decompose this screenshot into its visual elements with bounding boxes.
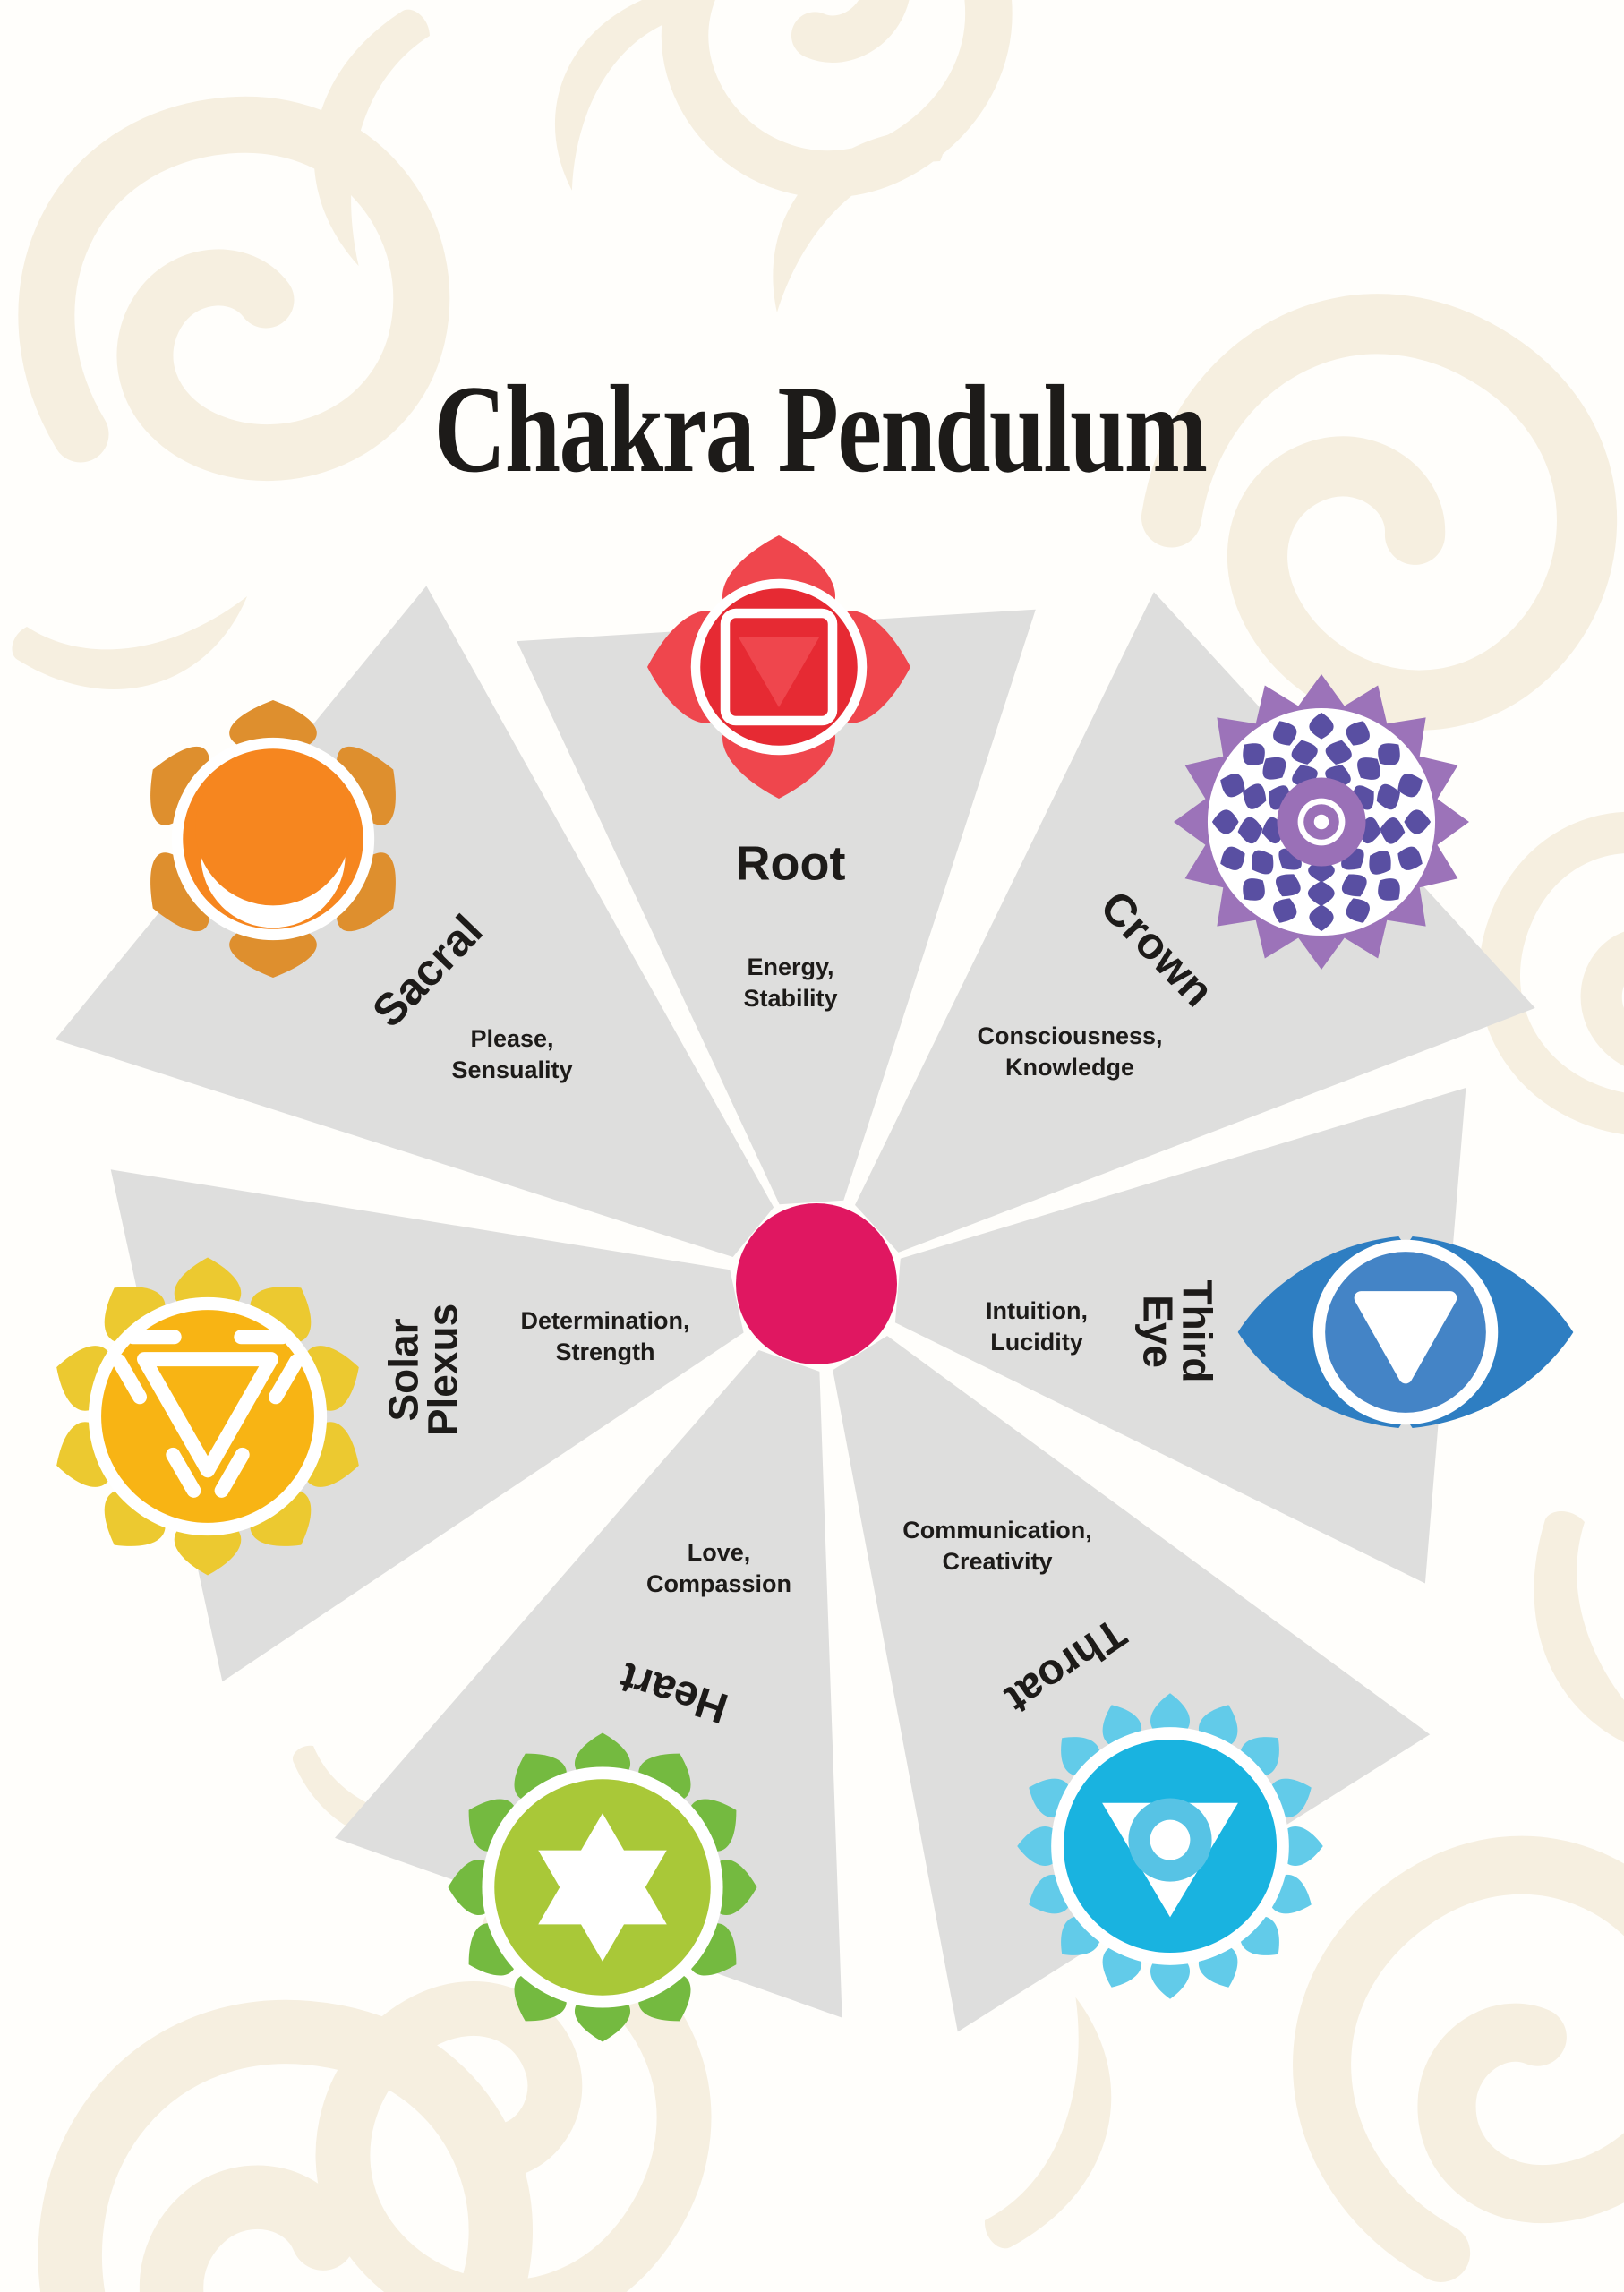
root-chakra-icon — [647, 535, 910, 799]
petal — [1346, 721, 1370, 746]
solar-triangle — [137, 1352, 278, 1478]
throat-keywords: Communication, Creativity — [902, 1516, 1092, 1575]
petal — [1220, 846, 1245, 870]
petal — [1376, 783, 1401, 810]
petal — [1380, 817, 1406, 844]
solar-plexus-label: Solar Plexus — [380, 1303, 466, 1437]
petal — [1275, 874, 1301, 897]
crown-chakra-icon — [1174, 674, 1469, 970]
petal — [1307, 880, 1335, 907]
third-eye-triangle — [1354, 1291, 1457, 1384]
petal — [1273, 898, 1297, 923]
wedge-third-eye — [894, 1088, 1466, 1584]
third-eye-keywords: Intuition, Lucidity — [986, 1296, 1088, 1356]
wedge-sacral — [55, 586, 774, 1257]
petal — [150, 746, 209, 825]
center-dot — [736, 1203, 897, 1364]
petal — [1273, 721, 1297, 746]
root-square — [720, 608, 838, 726]
root-label-text: Root — [735, 836, 846, 891]
petal — [1357, 757, 1380, 780]
solar-ray — [111, 1354, 148, 1405]
page-title: Chakra Pendulum — [433, 359, 1208, 499]
petal — [1397, 774, 1423, 798]
solar-plexus-chakra-icon — [56, 1257, 359, 1576]
solar-ray — [268, 1354, 304, 1405]
petal — [1397, 846, 1423, 870]
petal — [1262, 757, 1286, 780]
heart-disc-star — [494, 1779, 711, 1996]
root-ring — [690, 578, 868, 756]
solar-ray — [166, 1447, 201, 1498]
heart-keywords: Love, Compassion — [645, 1538, 792, 1597]
third-eye-chakra-icon — [1237, 1236, 1574, 1429]
petal — [1341, 874, 1367, 897]
petal — [1404, 809, 1432, 834]
wedge-root — [517, 609, 1036, 1205]
petal — [1325, 740, 1352, 765]
petal — [1309, 904, 1334, 932]
petal — [1378, 743, 1400, 765]
root-keywords: Energy, Stability — [743, 953, 838, 1012]
petal — [1243, 743, 1265, 765]
throat-disc — [1063, 1739, 1278, 1954]
petal — [1243, 783, 1267, 809]
petal — [1309, 712, 1334, 740]
sacral-chakra-icon — [150, 700, 396, 978]
petal — [337, 852, 396, 932]
petal — [337, 746, 396, 825]
solar-ray — [214, 1447, 250, 1498]
root-label: Root — [735, 836, 846, 891]
root-disc — [696, 583, 862, 751]
third-eye-label: Third Eye — [1135, 1279, 1221, 1383]
petal — [1211, 809, 1239, 834]
petal — [1346, 898, 1370, 923]
crown-keywords: Consciousness, Knowledge — [977, 1022, 1163, 1081]
petal — [1291, 740, 1318, 765]
wedge-crown — [855, 592, 1535, 1253]
petal — [1237, 817, 1263, 844]
petal — [1220, 774, 1245, 798]
petal — [1243, 878, 1265, 901]
petal — [1252, 850, 1274, 875]
throat-chakra-icon — [1017, 1693, 1323, 1999]
wedge-throat — [833, 1336, 1431, 2032]
sacral-keywords: Please, Sensuality — [451, 1024, 573, 1083]
throat-donut — [1128, 1798, 1212, 1882]
petal — [1369, 851, 1391, 875]
petal — [1378, 878, 1400, 901]
heart-chakra-icon — [448, 1732, 757, 2042]
solar-plexus-keywords: Determination, Strength — [520, 1306, 690, 1365]
petal — [150, 852, 209, 932]
